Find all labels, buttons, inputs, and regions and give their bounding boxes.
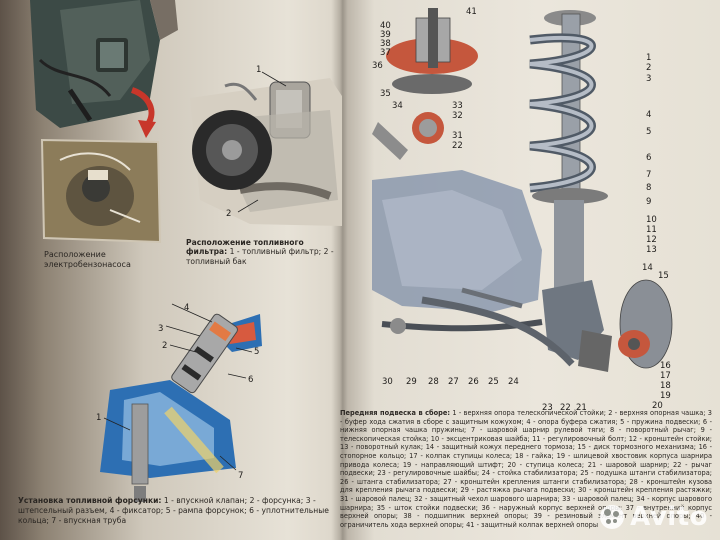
callout-2: 2	[646, 63, 651, 73]
top-mount-detail: 40 39 38 37 36 35 41	[372, 7, 478, 99]
callout-3: 3	[646, 74, 651, 84]
callout-26: 26	[468, 377, 479, 387]
callout-25: 25	[488, 377, 499, 387]
callout-27: 27	[448, 377, 459, 387]
injector-callout-6: 6	[248, 375, 253, 385]
callout-30: 30	[382, 377, 393, 387]
suspension-caption-title: Передняя подвеска в сборе:	[340, 409, 451, 417]
engine-bay-photo	[30, 0, 178, 128]
callout-37: 37	[380, 48, 391, 58]
injector-caption: Установка топливной форсунки: 1 - впускн…	[18, 496, 340, 526]
callout-6: 6	[646, 153, 651, 163]
callout-41: 41	[466, 7, 477, 17]
filter-callout-2: 2	[226, 209, 231, 219]
callout-13: 13	[646, 245, 657, 255]
callout-22: 22	[560, 403, 571, 413]
callout-21: 21	[576, 403, 587, 413]
right-page: 40 39 38 37 36 35 41 34 33 32 31 22	[342, 0, 720, 540]
filter-callout-1: 1	[256, 65, 261, 75]
injector-callout-3: 3	[158, 324, 163, 334]
suspension-caption: Передняя подвеска в сборе: 1 - верхняя о…	[340, 409, 712, 529]
callout-17: 17	[660, 371, 671, 381]
callout-7: 7	[646, 170, 651, 180]
callout-36: 36	[372, 61, 383, 71]
callout-22a: 22	[452, 141, 463, 151]
callout-33: 33	[452, 101, 463, 111]
suspension-drawing: 40 39 38 37 36 35 41 34 33 32 31 22	[372, 7, 673, 413]
callout-4: 4	[646, 110, 651, 120]
filter-caption: Расположение топливного фильтра: 1 - топ…	[186, 238, 342, 266]
callout-38: 38	[380, 39, 391, 49]
callout-1: 1	[646, 53, 651, 63]
red-arrow	[130, 87, 156, 138]
right-callouts: 1 2 3 4 5 6 7 8 9 10 11 12 13 14 15 16 1…	[642, 53, 671, 411]
callout-40: 40	[380, 21, 391, 31]
injector-drawing: 4 3 2 5 6 1 7	[96, 303, 262, 502]
injector-caption-title: Установка топливной форсунки:	[18, 496, 162, 505]
fuel-pump-inset	[40, 138, 162, 244]
left-page-illustrations: 2 1 4	[30, 0, 342, 502]
ball-joint-detail: 34 33 32 31 22	[372, 101, 463, 160]
bottom-callouts: 30 29 28 27 26 25 24 23 22 21	[382, 377, 587, 413]
callout-34: 34	[392, 101, 403, 111]
injector-caption-rest: 1 - впускной клапан; 2 - форсунка; 3 - ш…	[18, 496, 329, 525]
avito-watermark: Avito	[600, 502, 708, 532]
callout-10: 10	[646, 215, 657, 225]
suspension-caption-rest: 1 - верхняя опора телескопической стойки…	[340, 409, 712, 529]
callout-12: 12	[646, 235, 657, 245]
callout-14: 14	[642, 263, 653, 273]
callout-15: 15	[658, 271, 669, 281]
callout-20: 20	[652, 401, 663, 411]
callout-39: 39	[380, 30, 391, 40]
injector-callout-1: 1	[96, 413, 101, 423]
watermark-text: Avito	[630, 502, 708, 532]
fuel-filter-drawing: 2 1	[190, 65, 342, 226]
injector-callout-4: 4	[184, 303, 189, 313]
callout-32: 32	[452, 111, 463, 121]
callout-16: 16	[660, 361, 671, 371]
callout-18: 18	[660, 381, 671, 391]
strut-and-spring	[529, 10, 608, 310]
lower-arm-and-stabilizer	[381, 287, 575, 367]
callout-29: 29	[406, 377, 417, 387]
callout-5: 5	[646, 127, 651, 137]
injector-callout-2: 2	[162, 341, 167, 351]
callout-19: 19	[660, 391, 671, 401]
injector-callout-7: 7	[238, 471, 243, 481]
callout-28: 28	[428, 377, 439, 387]
filter-caption-rest: 1 - топливный фильтр; 2 - топливный бак	[186, 247, 334, 266]
callout-24: 24	[508, 377, 519, 387]
callout-9: 9	[646, 197, 651, 207]
body-panel	[372, 170, 542, 312]
avito-logo-icon	[600, 505, 625, 529]
hub-and-disc	[542, 279, 673, 372]
left-page: 2 1 4	[0, 0, 342, 540]
injector-callout-5: 5	[254, 347, 259, 357]
callout-31: 31	[452, 131, 463, 141]
callout-11: 11	[646, 225, 657, 235]
callout-35: 35	[380, 89, 391, 99]
pump-caption: Расположение электробензонасоса	[44, 250, 131, 269]
filter-caption-title: Расположение топливного фильтра:	[186, 238, 304, 257]
callout-23: 23	[542, 403, 553, 413]
callout-8: 8	[646, 183, 651, 193]
